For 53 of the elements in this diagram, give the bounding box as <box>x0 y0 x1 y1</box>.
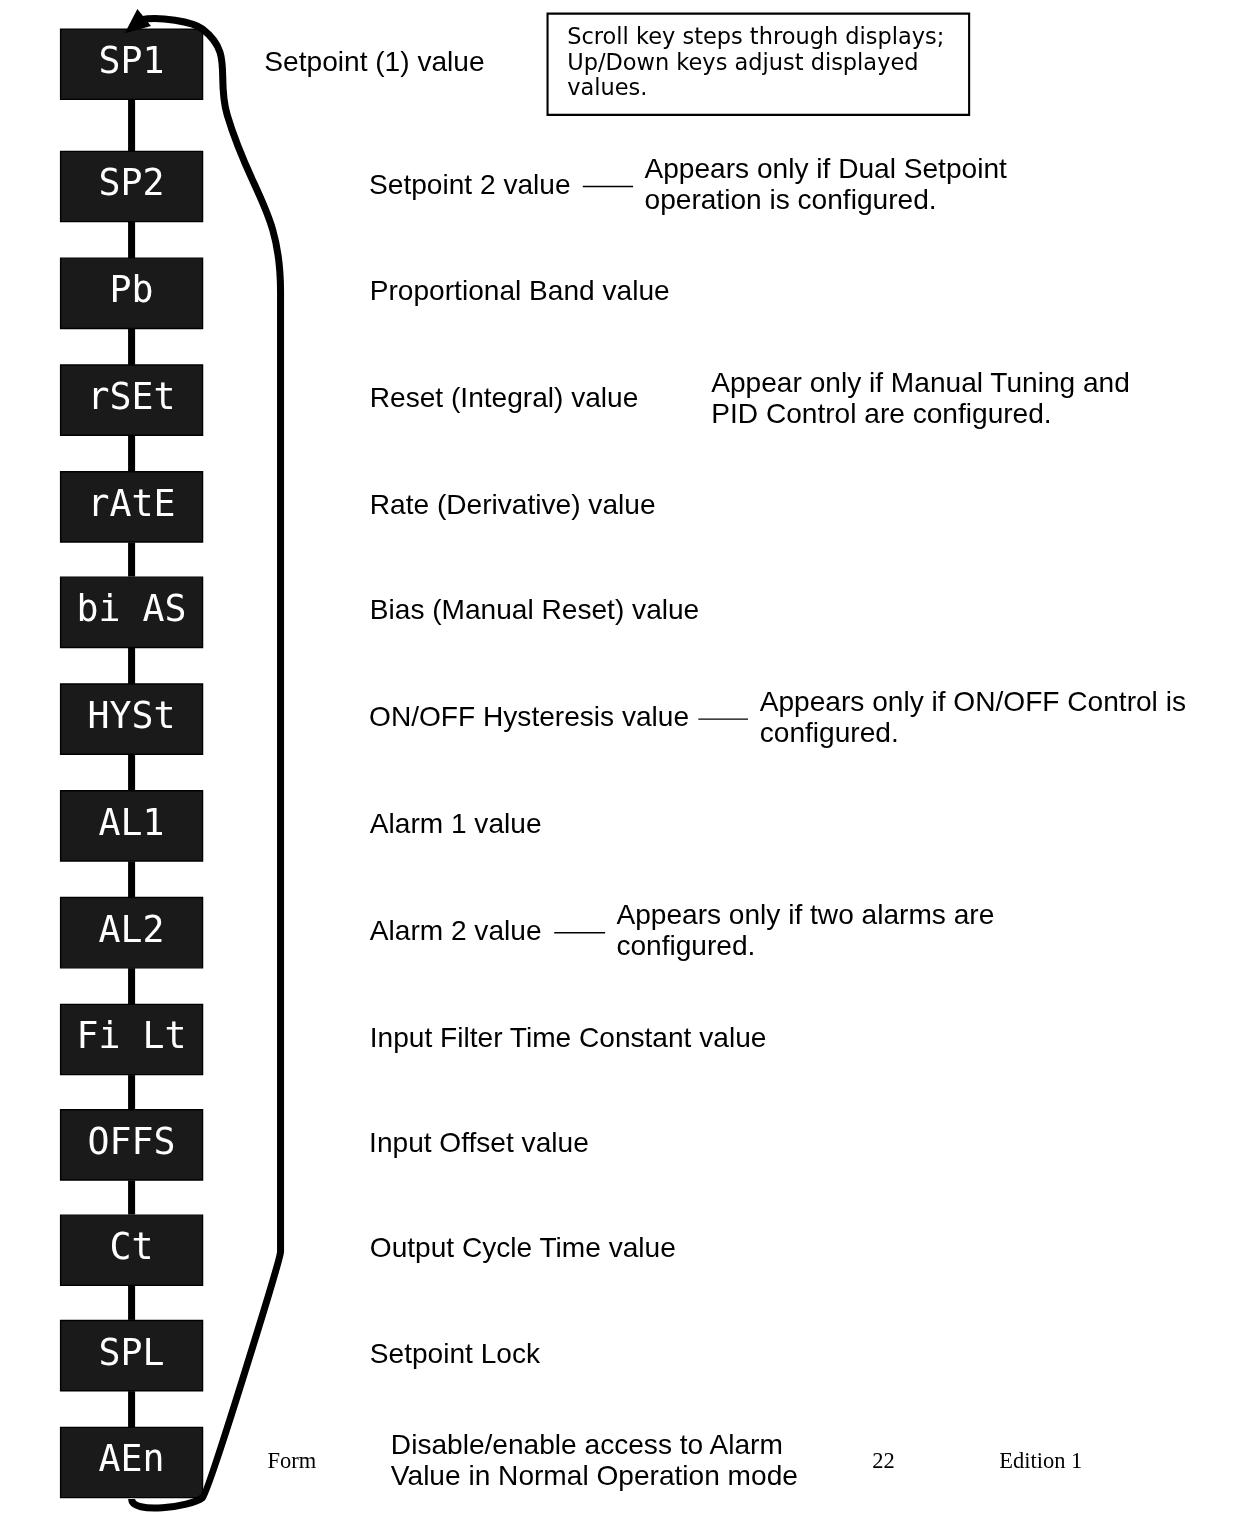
node-text: Bias (Manual Reset) value <box>369 594 700 626</box>
node-box: AL2 <box>59 896 204 969</box>
node-text: Alarm 1 value <box>369 807 542 839</box>
node-text: Proportional Band value <box>369 275 670 307</box>
node-text: Appears only if two alarms are configured. <box>616 899 995 962</box>
connector <box>128 328 136 365</box>
connector <box>128 861 136 898</box>
connector <box>128 968 136 1005</box>
node-text: Input Filter Time Constant value <box>369 1021 767 1053</box>
connector <box>697 718 749 720</box>
node-text: Disable/enable access to Alarm Value in Normal Operation mode <box>390 1429 798 1491</box>
connector <box>128 542 136 577</box>
node-box: SP1 <box>59 28 204 101</box>
node-box: SP2 <box>59 150 204 223</box>
node-text: Setpoint 2 value <box>369 168 571 200</box>
node-text: Setpoint Lock <box>369 1337 541 1369</box>
connector <box>128 435 136 472</box>
node-box: rAtE <box>59 471 204 543</box>
node-box: AEn <box>59 1426 204 1499</box>
node-text: Appears only if Dual Setpoint operation is configured. <box>644 153 1007 215</box>
node-box: rSEt <box>59 364 204 436</box>
node-box: bi AS <box>59 576 204 649</box>
node-box: Pb <box>59 257 204 330</box>
label: Form <box>267 1447 317 1473</box>
connector <box>128 1391 136 1428</box>
node-box: OFFS <box>59 1109 204 1181</box>
node-text: Reset (Integral) value <box>369 382 639 414</box>
label: 22 <box>872 1447 895 1473</box>
node-text: Appears only if ON/OFF Control is configured. <box>759 685 1186 748</box>
connector <box>582 185 634 188</box>
connector <box>128 1285 136 1320</box>
node-text: Rate (Derivative) value <box>369 488 656 520</box>
node-box: HYSt <box>59 683 204 755</box>
node-text: Alarm 2 value <box>369 914 542 946</box>
connector <box>128 754 136 791</box>
node-text: Output Cycle Time value <box>369 1232 676 1264</box>
connector <box>128 647 136 684</box>
node-text: Input Offset value <box>369 1126 589 1158</box>
label: Edition 1 <box>999 1447 1083 1473</box>
label: Appear only if Manual Tuning and PID Control are configured. <box>711 366 1130 429</box>
connector <box>128 99 136 152</box>
node-text: Setpoint (1) value <box>264 46 485 78</box>
connector <box>128 221 136 259</box>
node-box: Scroll key steps through displays; Up/Down keys adjust displayed values. <box>546 12 971 116</box>
node-box: SPL <box>59 1319 204 1392</box>
connector <box>128 1075 136 1110</box>
arrow <box>124 9 285 1512</box>
node-box: AL1 <box>59 790 204 862</box>
connector <box>128 1180 136 1215</box>
node-text: ON/OFF Hysteresis value <box>369 701 690 733</box>
node-box: Fi Lt <box>59 1003 204 1076</box>
node-box: Ct <box>59 1214 204 1287</box>
connector <box>553 932 606 934</box>
